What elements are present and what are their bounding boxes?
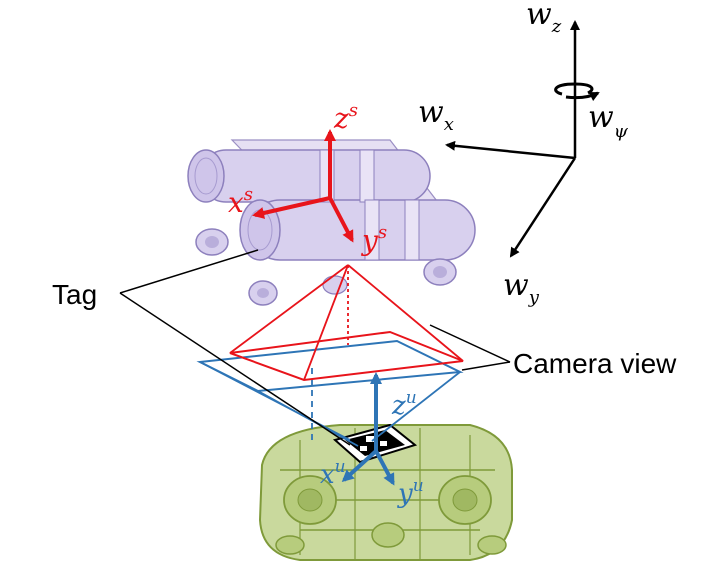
underwater-vehicle [258,424,513,561]
ys-label: ys [360,222,387,257]
xu-axis [341,449,378,483]
world-frame-axes [445,20,600,258]
wz-label: wz [526,0,562,37]
surface-frame-axes [252,129,354,243]
yu-axis [374,450,395,486]
camera-view-callout-lines [429,324,511,371]
tag-callout-lines [119,249,351,446]
zu-label: zu [391,388,417,421]
camera-view-blue [196,339,464,447]
wpsi-label: wψ [588,100,629,142]
wx-label: wx [418,95,454,135]
camera-view-label: Camera view [513,348,677,379]
underwater-frame-axes [341,372,395,486]
rotation-psi-icon [554,82,594,96]
zs-label: zs [333,100,358,135]
surface-vehicle [187,139,476,306]
ys-axis [328,197,354,243]
xu-label: xu [320,457,346,490]
xs-label: xs [228,184,253,219]
xs-axis [252,196,331,219]
wy-label: wy [503,268,540,308]
wy-axis [509,157,577,258]
tag-label: Tag [52,279,97,310]
wx-axis [445,140,576,160]
yu-label: yu [397,476,424,509]
camera-view-red [229,264,464,382]
